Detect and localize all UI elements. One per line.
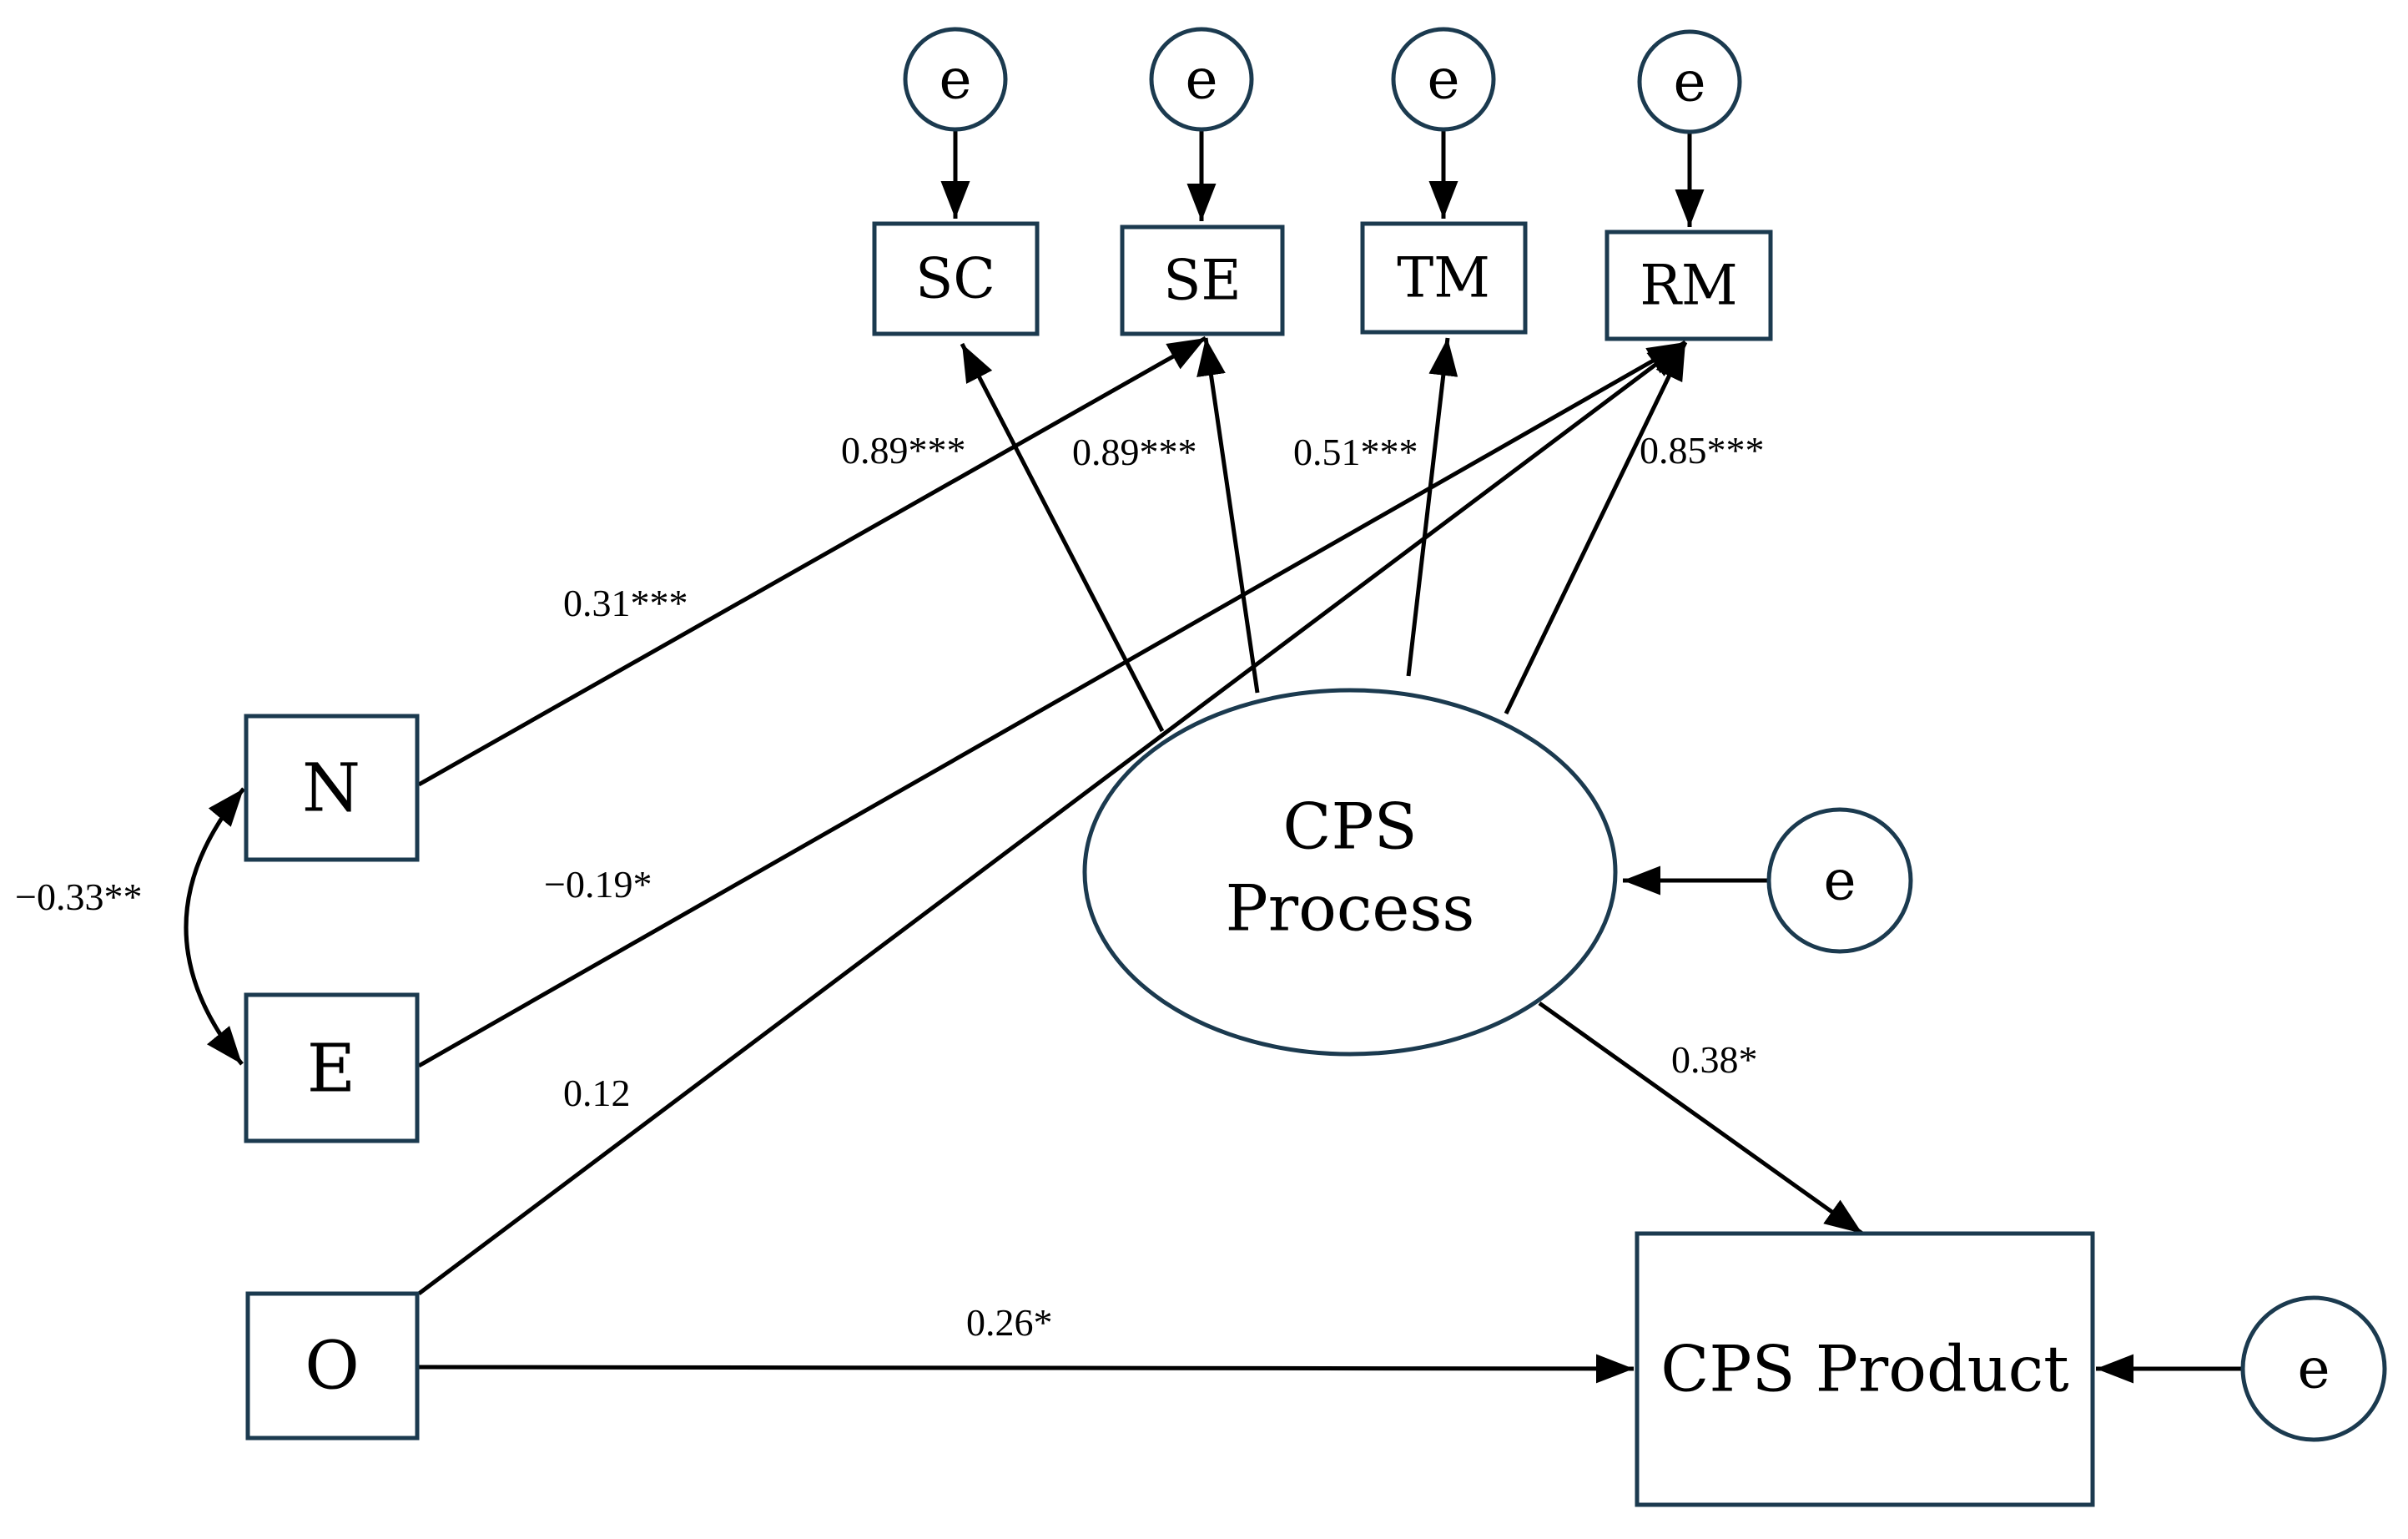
coef-process-to-tm: 0.51*** (1293, 431, 1418, 473)
cps-process-label-line1: CPS (1282, 790, 1417, 864)
indicator-tm-label: TM (1397, 246, 1490, 310)
predictor-e: E (244, 992, 420, 1143)
coef-process-to-rm: 0.85*** (1640, 429, 1765, 472)
indicator-rm-label: RM (1640, 254, 1737, 318)
coef-n-to-se: 0.31*** (563, 582, 688, 624)
error-term-sc: e (903, 27, 1008, 132)
indicator-rm: RM (1604, 230, 1773, 341)
indicator-se-label: SE (1163, 249, 1241, 313)
error-term-tm: e (1391, 27, 1496, 132)
covariance-n-e (184, 787, 245, 1066)
error-label: e (939, 48, 971, 112)
predictor-n-label: N (302, 749, 360, 827)
path-n-to-se (417, 336, 1207, 787)
indicator-sc: SC (872, 221, 1040, 336)
indicator-se: SE (1120, 225, 1285, 336)
path-process-to-se (1196, 337, 1260, 694)
path-o-to-rm (417, 341, 1687, 1295)
path-o-to-product (418, 1354, 1635, 1384)
coef-process-to-sc: 0.89*** (841, 429, 966, 472)
error-term-process: e (1766, 807, 1913, 954)
indicator-sc-label: SC (915, 247, 995, 311)
latent-cps-process: CPS Process (1082, 688, 1618, 1057)
error-label: e (2297, 1337, 2330, 1401)
error-term-product: e (2240, 1295, 2387, 1442)
path-process-to-product (1538, 1001, 1864, 1236)
error-label: e (1673, 50, 1705, 114)
predictor-n: N (244, 714, 420, 862)
coef-o-to-rm: 0.12 (563, 1072, 631, 1114)
coef-n-e-covariance: −0.33** (15, 875, 142, 918)
coef-e-to-rm: −0.19* (544, 863, 652, 906)
indicator-tm: TM (1360, 221, 1528, 335)
error-term-rm: e (1637, 29, 1742, 134)
cps-process-label-line2: Process (1226, 871, 1475, 946)
predictor-o: O (245, 1291, 420, 1441)
coef-o-to-product: 0.26* (966, 1301, 1053, 1344)
error-label: e (1823, 849, 1856, 913)
path-process-to-sc (960, 342, 1165, 733)
predictor-o-label: O (305, 1327, 360, 1405)
path-e-to-rm (417, 340, 1687, 1068)
error-label: e (1185, 48, 1217, 112)
path-process-to-tm (1406, 337, 1458, 677)
coef-process-to-se: 0.89*** (1072, 431, 1197, 473)
error-label: e (1427, 48, 1459, 112)
coef-process-to-product: 0.38* (1671, 1038, 1758, 1081)
path-process-to-rm (1504, 341, 1688, 715)
outcome-cps-product: CPS Product (1635, 1231, 2095, 1507)
cps-product-label: CPS Product (1660, 1332, 2068, 1406)
error-term-se: e (1149, 27, 1254, 132)
predictor-e-label: E (307, 1030, 355, 1108)
